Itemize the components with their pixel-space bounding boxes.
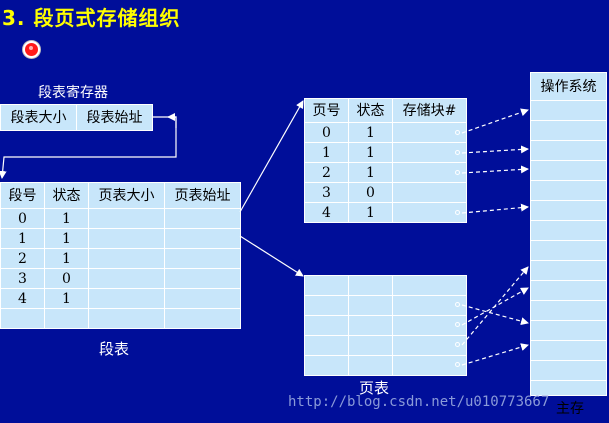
segment-register: 段表大小 段表始址 bbox=[0, 104, 153, 131]
page-table-row: 4 1 bbox=[304, 202, 467, 223]
pointer-dot bbox=[455, 302, 460, 307]
segment-table-row: 3 0 bbox=[0, 268, 241, 289]
pointer-dot bbox=[455, 170, 460, 175]
pointer-dot bbox=[455, 342, 460, 347]
bullet-icon bbox=[25, 43, 38, 56]
main-memory-caption: 主存 bbox=[556, 401, 584, 417]
segment-table-header-cell: 页表大小 bbox=[88, 182, 165, 209]
page-table-row: 2 1 bbox=[304, 162, 467, 183]
slide-title: 3. 段页式存储组织 bbox=[2, 6, 181, 30]
segment-table-caption: 段表 bbox=[99, 340, 130, 358]
register-to-segment-table-arrow bbox=[0, 116, 177, 179]
page-table-row: 3 0 bbox=[304, 182, 467, 203]
pointer-dot bbox=[455, 210, 460, 215]
segment-table: 段号 状态 页表大小 页表始址 0 1 1 1 2 1 3 0 4 1 bbox=[0, 182, 241, 329]
page-table-lower bbox=[304, 275, 467, 376]
page-to-block-arrow bbox=[461, 304, 529, 326]
page-table-upper: 页号 状态 存储块# 0 1 1 1 2 1 3 0 4 1 bbox=[304, 98, 467, 223]
page-table-row: 1 1 bbox=[304, 142, 467, 163]
page-table-header-cell: 存储块# bbox=[392, 98, 467, 123]
segment-table-row: 4 1 bbox=[0, 288, 241, 309]
page-table-caption: 页表 bbox=[359, 379, 390, 397]
segment-register-caption: 段表寄存器 bbox=[38, 85, 108, 101]
page-to-block-arrow bbox=[461, 145, 529, 154]
page-to-block-arrow bbox=[461, 203, 529, 214]
segment-table-header-cell: 段号 bbox=[0, 182, 45, 209]
segment-to-lower-page-table-arrow bbox=[239, 235, 304, 277]
segment-table-header: 段号 状态 页表大小 页表始址 bbox=[0, 182, 241, 209]
segment-to-upper-page-table-arrow bbox=[239, 100, 304, 213]
page-table-header-cell: 状态 bbox=[348, 98, 393, 123]
segment-table-header-cell: 状态 bbox=[44, 182, 89, 209]
pointer-dot bbox=[455, 130, 460, 135]
memory-block bbox=[530, 380, 607, 396]
register-loop-arrow bbox=[167, 113, 177, 128]
segment-table-row: 1 1 bbox=[0, 228, 241, 249]
pointer-dot bbox=[455, 362, 460, 367]
page-to-block-arrow bbox=[461, 108, 529, 134]
page-status-cell: 1 bbox=[348, 202, 393, 223]
page-table-start-cell bbox=[164, 308, 241, 329]
page-to-block-arrow bbox=[461, 343, 529, 366]
os-region: 操作系统 bbox=[530, 72, 607, 101]
pointer-dot bbox=[455, 322, 460, 327]
pointer-dot bbox=[455, 150, 460, 155]
segment-table-start-cell: 段表始址 bbox=[76, 104, 153, 131]
block-number-cell bbox=[392, 202, 467, 223]
page-table-row: 0 1 bbox=[304, 122, 467, 143]
main-memory: 操作系统 bbox=[530, 72, 607, 396]
page-table-header: 页号 状态 存储块# bbox=[304, 98, 467, 123]
page-table-row bbox=[304, 355, 467, 376]
segment-table-row bbox=[0, 308, 241, 329]
segment-table-row: 2 1 bbox=[0, 248, 241, 269]
page-to-block-arrow bbox=[461, 165, 529, 174]
watermark: http://blog.csdn.net/u010773667 bbox=[288, 394, 550, 410]
block-number-cell bbox=[392, 355, 467, 376]
segment-table-header-cell: 页表始址 bbox=[164, 182, 241, 209]
page-to-block-arrow bbox=[461, 266, 529, 346]
